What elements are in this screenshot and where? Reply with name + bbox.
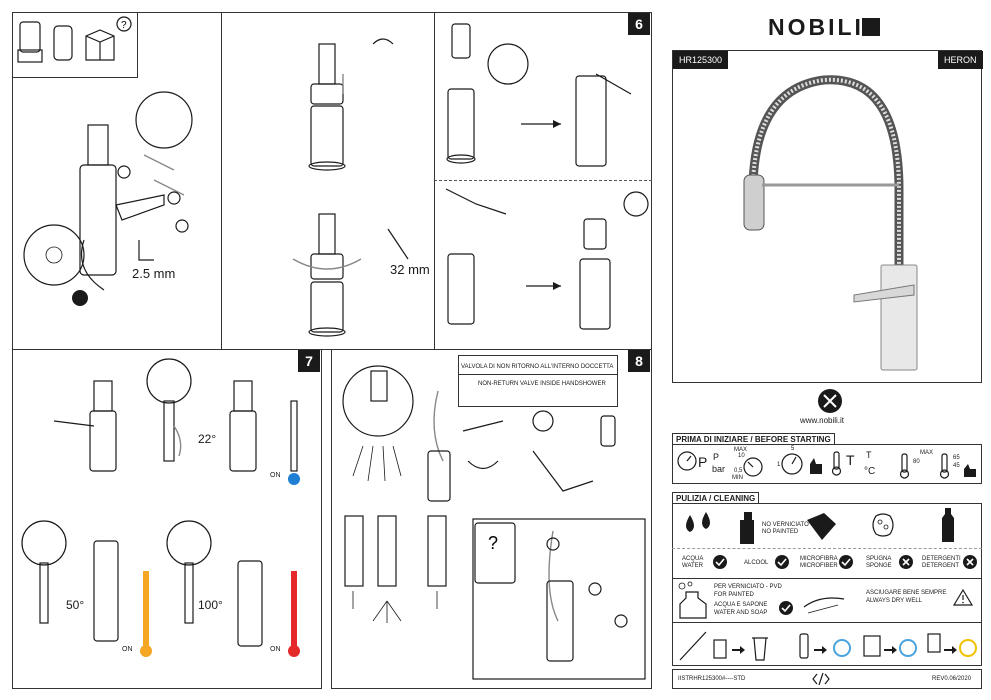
panel-step7 bbox=[12, 349, 322, 689]
temp-65: 65 bbox=[953, 455, 960, 461]
warning-icon bbox=[952, 588, 974, 606]
thermometer-range-icon bbox=[939, 453, 950, 479]
website-link[interactable]: www.nobili.it bbox=[800, 416, 845, 425]
step5-faucet-illustration bbox=[23, 91, 193, 306]
angle-100-label: 100° bbox=[198, 598, 223, 612]
gauge-1-label: 1 bbox=[777, 462, 781, 468]
code-icon bbox=[812, 672, 830, 686]
check-icon-microfiber bbox=[839, 555, 853, 569]
sponge-label: SPONGE bbox=[866, 563, 892, 569]
per-verniciato-label: PER VERNICIATO - PVD bbox=[714, 584, 782, 590]
valve-en-text: NON-RETURN VALVE INSIDE HANDSHOWER bbox=[478, 381, 606, 387]
spugna-label: SPUGNA bbox=[866, 556, 892, 562]
thumbs-up-icon bbox=[964, 464, 976, 477]
allen-size-label: 2.5 mm bbox=[132, 266, 176, 281]
min-label: MIN bbox=[732, 475, 743, 481]
water-soap-label: WATER AND SOAP bbox=[714, 610, 768, 616]
brand-logo: NOBILI bbox=[768, 14, 864, 40]
celsius-label: °C bbox=[864, 466, 876, 477]
wrench-size-label: 32 mm bbox=[390, 262, 430, 277]
spray-bottle-icon bbox=[740, 512, 754, 544]
before-starting-box bbox=[672, 444, 982, 484]
water-label: WATER bbox=[682, 563, 703, 569]
panel6-divider bbox=[434, 180, 652, 181]
microfibra-label: MICROFIBRA bbox=[800, 556, 838, 562]
step-8-badge: 8 bbox=[628, 350, 650, 372]
min-value: 0,5 bbox=[734, 468, 743, 474]
valve-info-box bbox=[458, 355, 618, 407]
svg-text:?: ? bbox=[488, 533, 498, 553]
dry-it-label: ASCIUGARE BENE SEMPRE bbox=[866, 590, 947, 596]
dry-en-label: ALWAYS DRY WELL bbox=[866, 598, 923, 604]
bar-label: bar bbox=[712, 464, 726, 474]
p-label: P bbox=[698, 454, 708, 470]
cross-icon-sponge bbox=[899, 555, 913, 569]
t-label: T bbox=[846, 452, 855, 468]
product-image-panel bbox=[672, 50, 982, 383]
no-painted-it-label: NO VERNICIATO bbox=[762, 522, 809, 528]
accessories-illustration: ? bbox=[17, 16, 132, 63]
wrench-sequence-illustration bbox=[292, 38, 409, 337]
angle-22-label: 22° bbox=[198, 432, 217, 446]
min-max-gauge-icon bbox=[743, 457, 763, 477]
svg-text:?: ? bbox=[121, 20, 127, 31]
cross-icon-detergent bbox=[963, 555, 977, 569]
alcool-label: ALCOOL bbox=[744, 560, 769, 566]
max-value-1: 10 bbox=[738, 453, 745, 459]
disposal-box bbox=[672, 622, 982, 666]
panel-step6 bbox=[434, 12, 652, 350]
soap-bottle-icon bbox=[678, 581, 707, 619]
detergent-label: DETERGENT bbox=[922, 563, 960, 569]
brand-logo-mark bbox=[862, 18, 880, 36]
on-label-blue: ON bbox=[270, 472, 281, 479]
check-icon-soap bbox=[779, 601, 793, 615]
panel-top-middle bbox=[221, 12, 435, 350]
cleaning-title: PULIZIA / CLEANING bbox=[672, 492, 760, 504]
step-7-badge: 7 bbox=[298, 350, 320, 372]
product-faucet-image bbox=[743, 75, 918, 371]
max-label-1: MAX bbox=[734, 447, 748, 453]
thermometer-80-icon bbox=[899, 453, 910, 479]
no-painted-en-label: NO PAINTED bbox=[762, 529, 799, 535]
pressure-gauge-icon bbox=[677, 451, 697, 471]
p-label-small: P bbox=[713, 452, 720, 462]
footer-bar bbox=[672, 669, 982, 689]
acqua-label: ACQUA bbox=[682, 556, 704, 562]
drying-icon bbox=[803, 597, 845, 614]
step7-illustration bbox=[21, 358, 300, 657]
microfiber-cloth-icon bbox=[807, 513, 836, 540]
valve-it-text: VALVOLA DI NON RITORNO ALL'INTERNO DOCCE… bbox=[461, 364, 614, 370]
check-icon-water bbox=[713, 555, 727, 569]
acqua-sapone-label: ACQUA E SAPONE bbox=[714, 602, 768, 608]
step6-illustration bbox=[445, 23, 649, 330]
thumbs-up-gauge-icon bbox=[781, 453, 822, 475]
product-code-badge: HR125300 bbox=[673, 51, 729, 69]
product-name-badge: HERON bbox=[938, 51, 983, 69]
detergenti-label: DETERGENTI bbox=[922, 556, 961, 562]
t-label-small: T bbox=[866, 450, 872, 460]
disposal-icons bbox=[679, 631, 977, 661]
temp-45: 45 bbox=[953, 463, 960, 469]
step8-illustration: ? bbox=[342, 365, 646, 680]
angle-50-label: 50° bbox=[66, 598, 85, 612]
revision: REV0.06/2020 bbox=[932, 676, 972, 682]
for-painted-label: FOR PAINTED bbox=[714, 592, 754, 598]
water-drops-icon bbox=[686, 512, 710, 532]
sponge-icon bbox=[872, 513, 894, 537]
tools-icon bbox=[818, 389, 842, 413]
thermometer-icon bbox=[831, 451, 842, 476]
on-label-red: ON bbox=[270, 646, 281, 653]
doc-code: IISTRHR125300#----STD bbox=[678, 676, 746, 682]
temp-80: 80 bbox=[913, 459, 920, 465]
step-6-badge: 6 bbox=[628, 13, 650, 35]
on-label-orange: ON bbox=[122, 646, 133, 653]
detergent-bottle-icon bbox=[942, 508, 954, 542]
before-starting-title: PRIMA DI INIZIARE / BEFORE STARTING bbox=[672, 433, 835, 445]
check-icon-alcool bbox=[775, 555, 789, 569]
microfiber-label: MICROFIBER bbox=[800, 563, 838, 569]
max-label-2: MAX bbox=[920, 450, 934, 456]
gauge-5-label: 5 bbox=[791, 446, 795, 452]
